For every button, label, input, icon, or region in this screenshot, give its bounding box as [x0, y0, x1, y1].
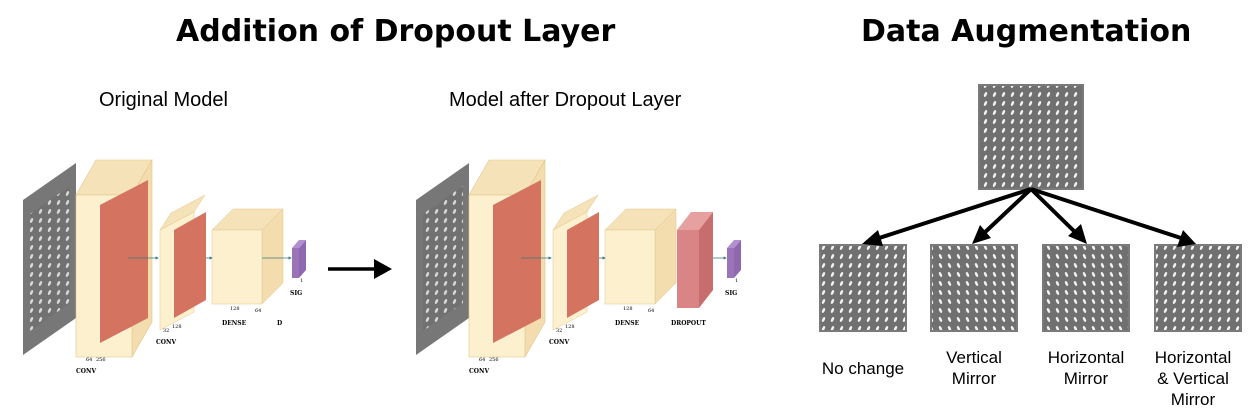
- original-model-subtitle: Original Model: [99, 89, 228, 111]
- orig-conv2-label: CONV: [156, 339, 177, 346]
- orig-s1: 1: [300, 278, 304, 284]
- transition-arrow-head: [374, 259, 392, 279]
- aug-no-change: [819, 244, 907, 332]
- orig-d-label: D: [277, 320, 283, 327]
- caption-no-change: No change: [821, 359, 905, 378]
- drop-sig-label: SIG: [725, 290, 738, 297]
- drop-s1: 1: [735, 278, 739, 284]
- orig-d2: 64: [255, 308, 262, 314]
- orig-c1a: 64: [86, 357, 93, 363]
- dropout-model-diagram: [416, 158, 741, 359]
- orig-c2a: 32: [163, 328, 170, 334]
- drop-conv2-label: CONV: [549, 339, 570, 346]
- source-image: [978, 84, 1084, 190]
- orig-sig-label: SIG: [290, 290, 303, 297]
- drop-dropout-label: DROPOUT: [671, 320, 706, 327]
- sig-box: [292, 248, 299, 278]
- caption-horizontal-mirror: Horizontal Mirror: [1047, 348, 1125, 388]
- orig-c2b: 128: [172, 324, 182, 330]
- drop-d1: 128: [623, 306, 633, 312]
- conv2-feature: [174, 212, 206, 318]
- dropout-model-subtitle: Model after Dropout Layer: [449, 89, 682, 111]
- aug-hv-mirror: [1154, 244, 1242, 332]
- aug-horizontal-mirror: [1042, 244, 1130, 332]
- dense-box: [211, 229, 263, 305]
- orig-d1: 128: [230, 306, 240, 312]
- arrow-to-horizontal: [1029, 187, 1079, 236]
- drop-c2b: 128: [565, 324, 575, 330]
- arrow-to-no-change: [872, 187, 1032, 242]
- orig-conv1-label: CONV: [76, 368, 97, 375]
- drop-conv1-label: CONV: [469, 368, 490, 375]
- caption-vertical-mirror: Vertical Mirror: [946, 348, 1002, 388]
- drop-c1b: 256: [489, 357, 499, 363]
- drop-c1a: 64: [479, 357, 486, 363]
- drop-dense-label: DENSE: [615, 320, 640, 327]
- caption-hv-mirror: Horizontal & Vertical Mirror: [1154, 348, 1232, 409]
- drop-d2: 64: [648, 308, 655, 314]
- left-title: Addition of Dropout Layer: [176, 14, 616, 49]
- drop-c2a: 32: [556, 328, 563, 334]
- augmentation-diagram: [819, 84, 1242, 332]
- orig-dense-label: DENSE: [222, 320, 247, 327]
- arrow-to-hv: [1030, 187, 1185, 241]
- aug-vertical-mirror: [930, 244, 1018, 332]
- dropout-box: [677, 230, 699, 308]
- right-title: Data Augmentation: [861, 14, 1192, 49]
- conv1-feature: [100, 180, 148, 343]
- arrow-to-vertical: [979, 187, 1033, 238]
- original-model-diagram: [23, 158, 306, 359]
- orig-c1b: 256: [96, 357, 106, 363]
